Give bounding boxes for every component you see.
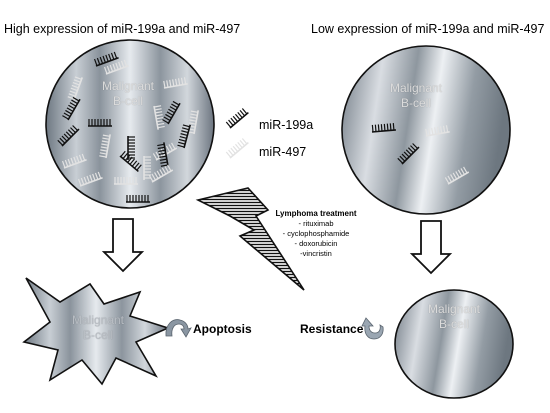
apoptotic-cell-label: Malignant B-cell [58,313,138,343]
apoptotic-cell [22,277,171,386]
legend-label-mir497: miR-497 [259,145,307,159]
treatment-drug-4: -vincristin [300,249,332,258]
left-heading: High expression of miR-199a and miR-497 [4,22,241,36]
left-cell-label: Malignant B-cell [88,79,168,109]
treatment-title: Lymphoma treatment [275,209,357,218]
left-down-arrow [101,218,145,273]
left-malignant-cell [45,39,215,209]
resistant-cell-label-line1: Malignant [427,302,481,316]
resistant-cell [394,289,514,399]
left-cell-label-line2: B-cell [112,94,143,108]
treatment-box: Lymphoma treatment - rituximab - cycloph… [268,209,364,259]
legend-glyphs [224,106,250,159]
apoptosis-curved-arrow-icon [165,319,192,338]
resistance-label: Resistance [300,322,364,336]
right-cell-label-line2: B-cell [400,96,431,110]
treatment-drug-3: - doxorubicin [294,239,338,248]
treatment-drug-2: - cyclophosphamide [282,229,350,238]
mir199a-legend-icon [224,106,250,129]
right-cell-label: Malignant B-cell [376,81,456,111]
treatment-lightning-icon [195,187,305,291]
apoptotic-cell-label-line2: B-cell [82,328,113,342]
resistant-cell-label-line2: B-cell [438,317,469,331]
apoptosis-label: Apoptosis [193,322,252,336]
resistant-cell-label: Malignant B-cell [414,302,494,332]
mir497-legend-icon [224,136,250,159]
resistance-curved-arrow-icon [361,317,384,340]
right-malignant-cell [341,45,511,215]
legend-label-mir199a: miR-199a [259,118,314,132]
apoptotic-cell-label-line1: Malignant [71,313,125,327]
right-down-arrow [409,220,453,275]
treatment-drug-1: - rituximab [298,219,334,228]
right-heading: Low expression of miR-199a and miR-497 [311,22,545,36]
left-cell-label-line1: Malignant [101,79,155,93]
right-cell-label-line1: Malignant [389,81,443,95]
